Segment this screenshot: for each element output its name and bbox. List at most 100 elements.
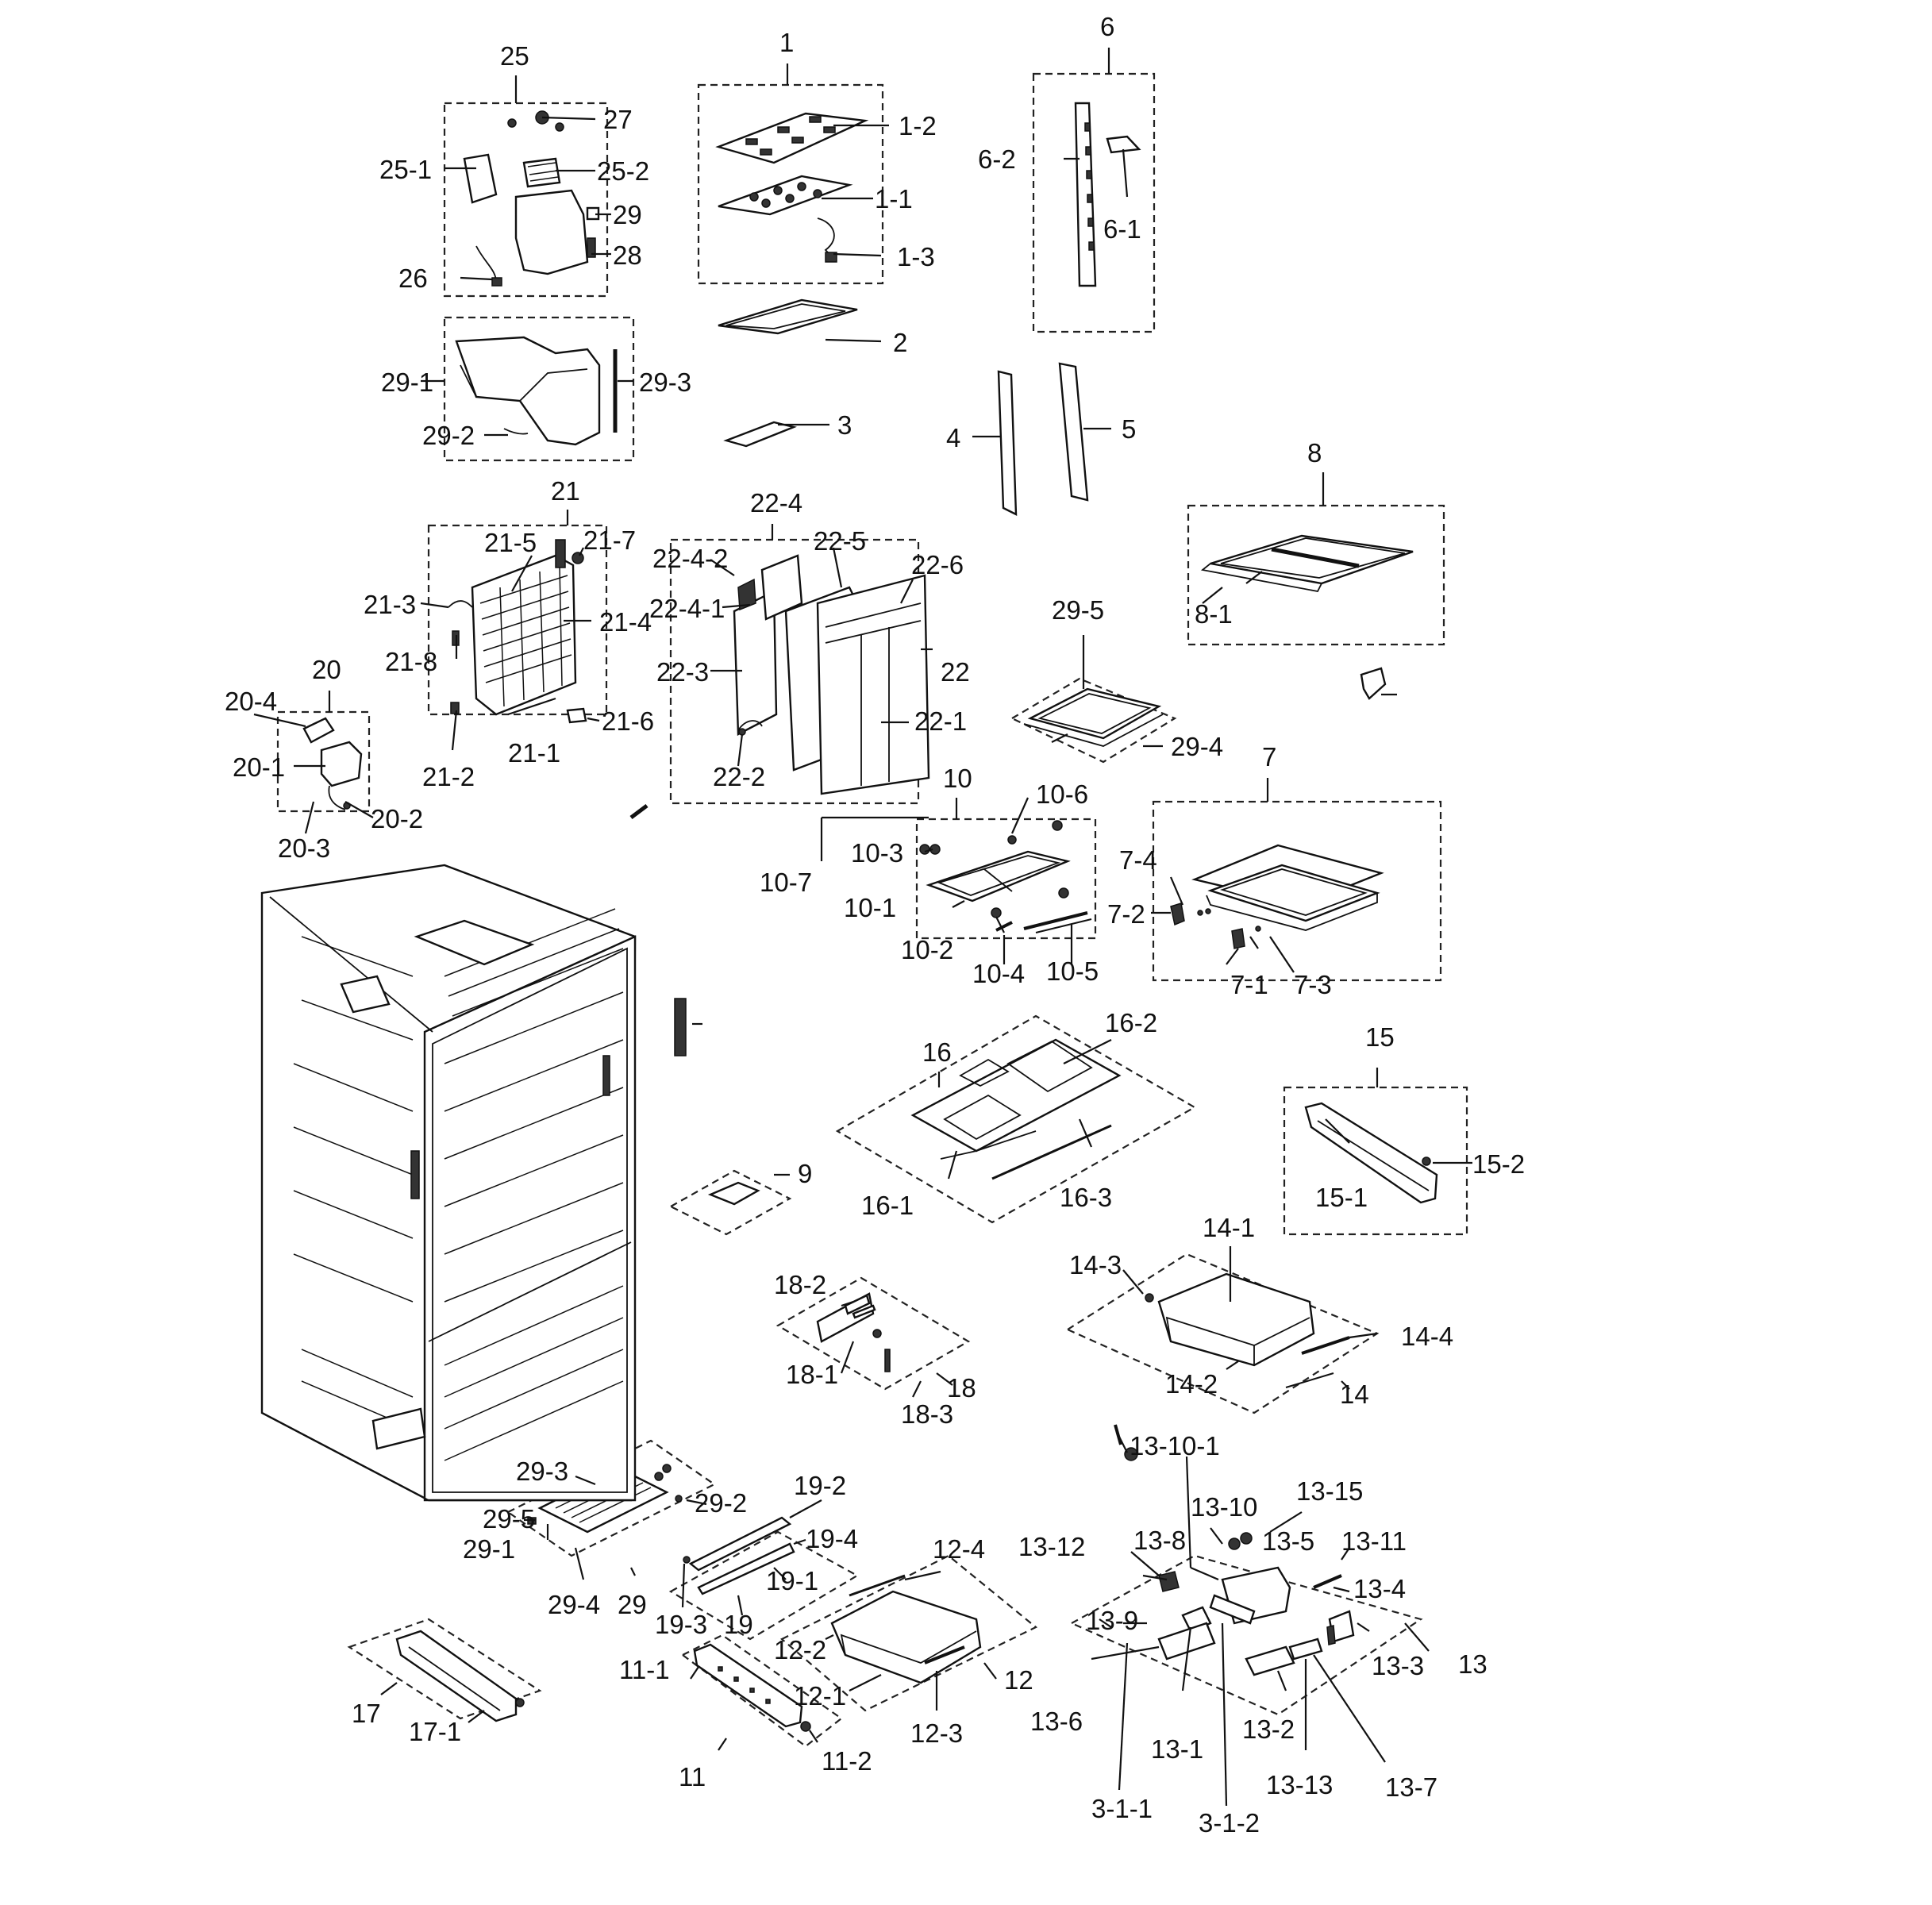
- group-box-6: [1032, 72, 1156, 333]
- label: 22-2: [713, 762, 765, 791]
- label: 14-1: [1203, 1213, 1255, 1242]
- panel-lock: [723, 421, 797, 448]
- part-27: [629, 804, 648, 819]
- refrigerator-cabinet: [260, 864, 637, 1502]
- label: 9: [798, 1159, 812, 1188]
- label: 8: [1307, 438, 1322, 468]
- label: 13-12: [1018, 1532, 1085, 1561]
- label: 14-4: [1401, 1322, 1453, 1351]
- label: 5: [1122, 414, 1136, 444]
- label: 21-3: [364, 590, 416, 619]
- label: 17-1: [409, 1717, 461, 1746]
- label: 13-13: [1266, 1770, 1333, 1799]
- dispenser-parts-13: [1114, 1424, 1355, 1676]
- label: 13-1: [1151, 1734, 1203, 1764]
- label: 10-7: [760, 868, 812, 897]
- label: 18-1: [786, 1360, 838, 1389]
- leader-lines: [253, 48, 1472, 1807]
- label: 29-3: [639, 368, 691, 397]
- part-11: [693, 1643, 811, 1732]
- label: 22-4-2: [652, 544, 728, 573]
- label: 13-5: [1262, 1526, 1314, 1556]
- label: 13-10: [1191, 1492, 1257, 1522]
- control-panel-parts: [715, 112, 869, 448]
- label: 14-3: [1069, 1250, 1122, 1280]
- label: 29-2: [422, 421, 475, 450]
- label: 29: [613, 200, 642, 229]
- label: 15-1: [1315, 1183, 1368, 1212]
- label: 18-3: [901, 1399, 953, 1429]
- label: 3: [837, 410, 852, 440]
- label: 22-4: [750, 488, 802, 518]
- group-box-12: [780, 1554, 1038, 1712]
- label: 29-4: [1171, 732, 1223, 761]
- group-box-7: [1152, 800, 1442, 982]
- duct-assembly: [733, 554, 930, 795]
- label: 7-4: [1119, 845, 1157, 875]
- duct-cover: [816, 574, 930, 795]
- mullion-right: [1058, 362, 1089, 502]
- label: 10-1: [844, 893, 896, 922]
- ice-maker-parts: [463, 110, 600, 287]
- label: 13-6: [1030, 1707, 1083, 1736]
- label: 13-8: [1133, 1526, 1186, 1555]
- label: 12-2: [774, 1635, 826, 1664]
- label: 4: [946, 423, 960, 452]
- label: 14: [1340, 1380, 1369, 1409]
- label: 21-2: [422, 762, 475, 791]
- mullion-parts: [997, 102, 1141, 516]
- label: 18: [947, 1373, 976, 1403]
- glass-shelf-8: [1200, 534, 1414, 593]
- label: 2: [893, 328, 907, 357]
- label: 3-1-2: [1199, 1808, 1260, 1838]
- label: 6-2: [978, 144, 1016, 174]
- label: 12: [1004, 1665, 1033, 1695]
- label: 25-2: [597, 156, 649, 186]
- group-box-9: [668, 1169, 792, 1236]
- label-29: 29: [618, 1590, 647, 1619]
- group-box-21: [427, 524, 608, 716]
- label: 1: [779, 28, 794, 57]
- group-box-29: [506, 1439, 717, 1557]
- label: 16-2: [1105, 1008, 1157, 1037]
- label: 13-9: [1086, 1606, 1138, 1635]
- label: 11-2: [822, 1746, 872, 1776]
- label: 21-8: [385, 647, 437, 676]
- group-box-17: [347, 1618, 542, 1720]
- rail-15: [1304, 1102, 1438, 1204]
- panel-17: [395, 1630, 525, 1722]
- ice-maker-housing: [514, 189, 589, 275]
- shelf-16: [910, 1038, 1122, 1180]
- evaporator: [448, 539, 587, 724]
- label: 13: [1458, 1649, 1487, 1679]
- label: 20-1: [233, 752, 285, 782]
- label: 22: [941, 657, 970, 687]
- label: 12-1: [794, 1681, 846, 1711]
- shelf-7: [1170, 844, 1384, 949]
- group-box-22: [669, 538, 920, 805]
- label: 1-2: [899, 111, 937, 140]
- part-28: [674, 998, 687, 1056]
- display-frame: [718, 298, 858, 335]
- group-box-25: [1010, 677, 1177, 764]
- label: 22-6: [911, 550, 964, 579]
- label: 6: [1100, 12, 1114, 41]
- label: 18-2: [774, 1270, 826, 1299]
- label: 13-15: [1296, 1476, 1363, 1506]
- group-box-16: [835, 1014, 1197, 1224]
- label: 19-2: [794, 1471, 846, 1500]
- label: 12-3: [910, 1718, 963, 1748]
- label: 13-4: [1353, 1574, 1406, 1603]
- part-26: [1360, 667, 1387, 700]
- label: 17: [352, 1699, 381, 1728]
- label: 10-3: [851, 838, 903, 868]
- label: 16: [922, 1037, 952, 1067]
- label: 21-5: [484, 528, 537, 557]
- label: 21-7: [583, 525, 636, 555]
- label: 13-10-1: [1130, 1431, 1220, 1460]
- label: 26: [398, 264, 428, 293]
- label: 21-4: [599, 607, 652, 637]
- label: 16-3: [1060, 1183, 1112, 1212]
- part-drawings: [260, 102, 1438, 1732]
- group-box-11: [680, 1634, 843, 1748]
